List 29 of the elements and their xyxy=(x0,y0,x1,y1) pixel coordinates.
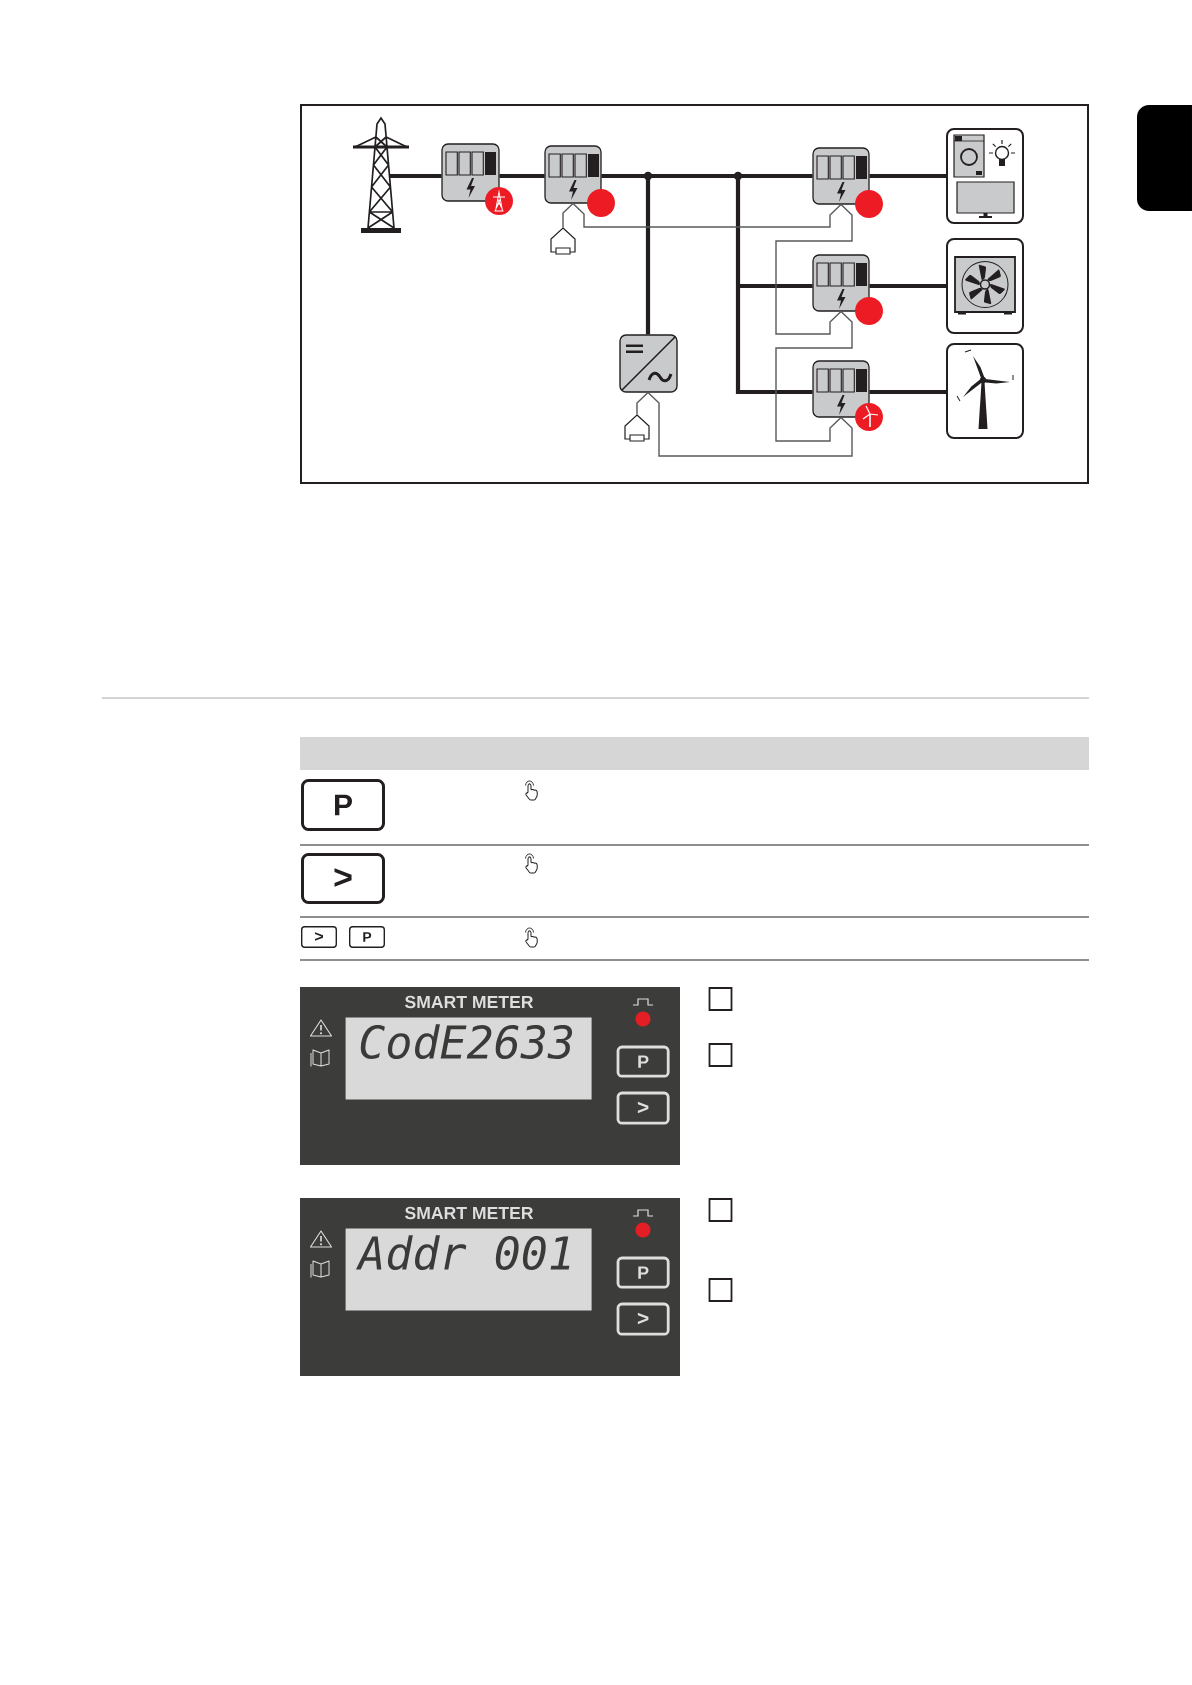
key-button: P xyxy=(301,779,385,831)
wind-turbine-icon xyxy=(946,343,1024,439)
lcd-screen: CodE2633 xyxy=(345,1017,592,1100)
pylon-icon xyxy=(353,116,409,233)
key-button: > xyxy=(616,1091,670,1125)
power-line xyxy=(869,283,947,289)
key-button: > xyxy=(301,926,337,948)
cable-line xyxy=(775,310,853,442)
key-button: P xyxy=(616,1256,670,1289)
cable-line xyxy=(572,202,842,228)
appliances-icon xyxy=(946,128,1024,224)
cable-line xyxy=(636,391,649,416)
key-button: P xyxy=(349,926,385,948)
plug-icon xyxy=(550,227,576,255)
cable-line xyxy=(647,391,853,457)
power-line xyxy=(869,389,947,395)
fan-unit-icon xyxy=(946,238,1024,334)
power-line xyxy=(499,173,545,179)
key-button: P xyxy=(616,1045,670,1078)
inverter-icon xyxy=(619,334,678,393)
cable-line xyxy=(562,202,574,229)
plug-icon xyxy=(624,414,650,442)
lcd-screen: Addr 001 xyxy=(345,1228,592,1311)
key-button: > xyxy=(301,853,385,904)
key-button: > xyxy=(616,1302,670,1336)
power-line xyxy=(869,173,947,179)
cable-line xyxy=(775,203,853,335)
power-line xyxy=(599,173,815,395)
power-line xyxy=(389,173,442,179)
